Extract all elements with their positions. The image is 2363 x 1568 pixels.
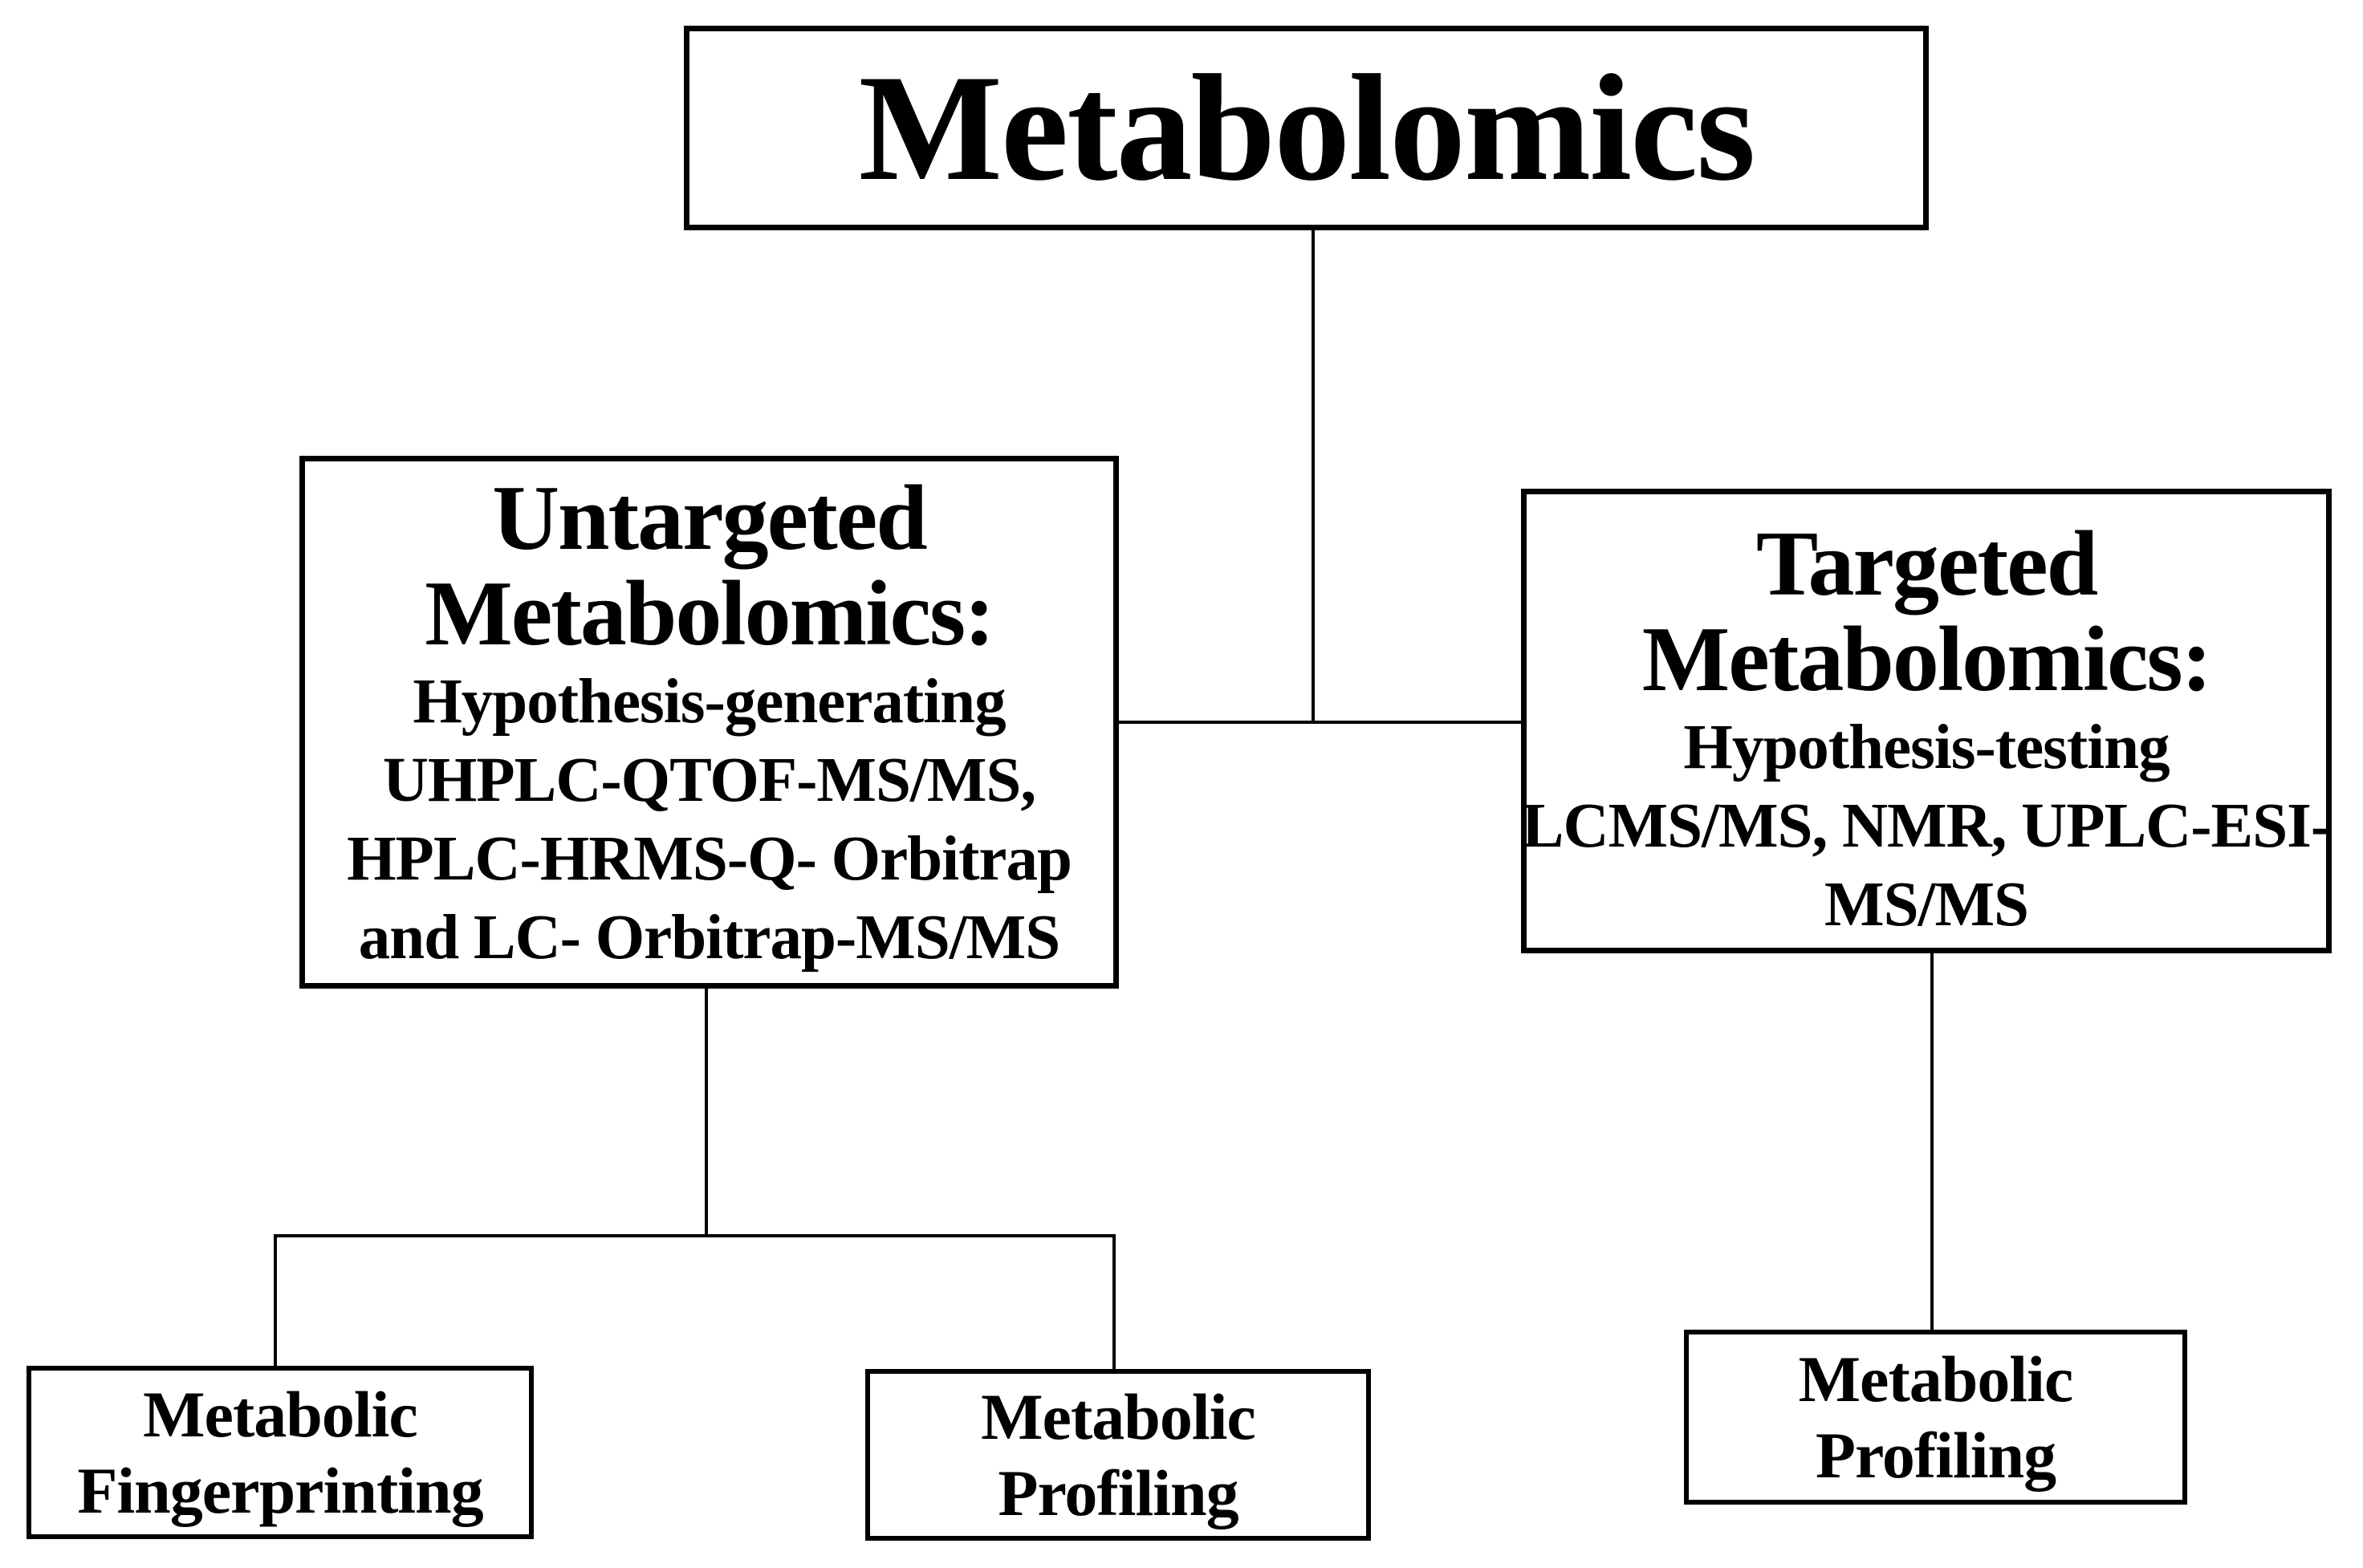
node-profiling-untargeted-line-2: Profiling [998, 1456, 1238, 1529]
node-untargeted-body-line-4: and LC- Orbitrap-MS/MS [358, 902, 1060, 973]
node-targeted-title-line-2: Metabolomics: [1641, 608, 2212, 712]
node-targeted-title-line-1: Targeted [1755, 513, 2098, 615]
node-profiling-targeted-line-2: Profiling [1815, 1419, 2056, 1492]
node-profiling-targeted-line-1: Metabolic [1798, 1342, 2074, 1416]
node-fingerprinting-line-2: Fingerprinting [77, 1454, 483, 1527]
connector-root-vertical [1312, 230, 1315, 724]
node-untargeted-metabolomics: Untargeted Metabolomics: Hypothesis-gene… [299, 456, 1119, 989]
connector-fingerprinting-vertical [274, 1234, 277, 1369]
node-metabolic-fingerprinting: Metabolic Fingerprinting [26, 1366, 534, 1539]
connector-untargeted-targeted [1119, 721, 1521, 724]
node-untargeted-title-line-1: Untargeted [492, 467, 928, 570]
connector-profiling-vertical [1112, 1234, 1116, 1372]
node-targeted-metabolomics: Targeted Metabolomics: Hypothesis-testin… [1521, 489, 2332, 953]
node-targeted-body-line-3: MS/MS [1824, 869, 2029, 940]
node-metabolic-profiling-untargeted: Metabolic Profiling [865, 1369, 1371, 1541]
node-untargeted-title-line-2: Metabolomics: [425, 563, 994, 666]
node-targeted-body-line-1: Hypothesis-testing [1683, 712, 2170, 782]
node-metabolomics: Metabolomics [684, 26, 1929, 230]
connector-bottom-horizontal [274, 1234, 1116, 1237]
node-fingerprinting-line-1: Metabolic [143, 1377, 418, 1451]
node-untargeted-body-line-1: Hypothesis-generating [413, 666, 1006, 737]
connector-targeted-vertical [1930, 953, 1934, 1333]
node-metabolomics-label: Metabolomics [858, 43, 1756, 213]
node-untargeted-body-line-2: UHPLC-QTOF-MS/MS, [382, 745, 1036, 815]
node-metabolic-profiling-targeted: Metabolic Profiling [1684, 1330, 2187, 1505]
node-untargeted-body-line-3: HPLC-HRMS-Q- Orbitrap [347, 823, 1072, 894]
connector-untargeted-vertical [705, 989, 708, 1237]
node-targeted-body-line-2: LCMS/MS, NMR, UPLC-ESI- [1521, 790, 2332, 861]
node-profiling-untargeted-line-1: Metabolic [981, 1379, 1256, 1453]
